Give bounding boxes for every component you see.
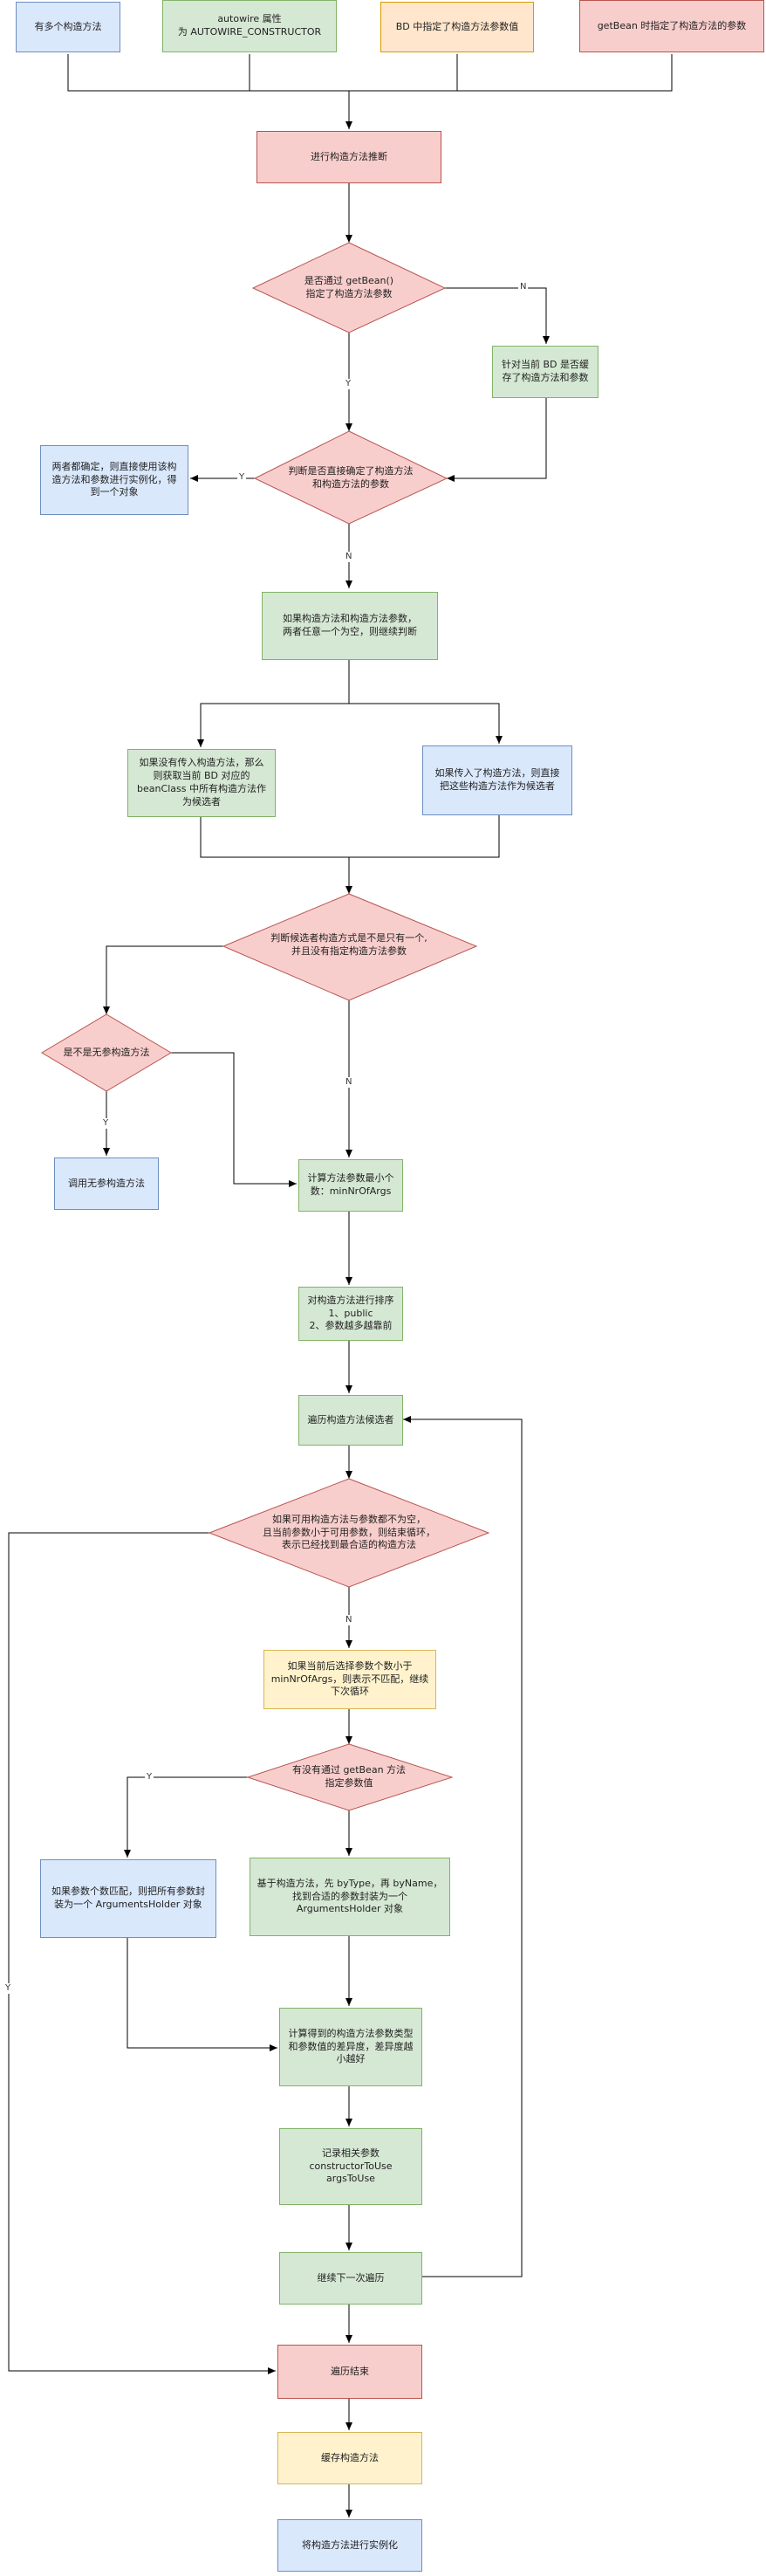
diamond-check-noarg [41,1013,172,1092]
node-sort-ctors: 对构造方法进行排序 1、public 2、参数越多越靠前 [298,1287,403,1341]
edge-start-getbean-merge [349,54,673,92]
node-ctor-passed: 如果传入了构造方法，则直接 把这些构造方法作为候选者 [422,745,572,815]
edge-label-found-y: Y [3,1983,13,1994]
node-cache-ctor: 缓存构造方法 [277,2432,422,2484]
edge-getbean-values-y [124,1776,248,1858]
edge-label-determined-n: N [344,552,354,562]
node-call-noarg: 调用无参构造方法 [54,1157,159,1210]
edge-label-determined-y: Y [237,472,247,483]
node-no-ctor-passed: 如果没有传入构造方法，那么 则获取当前 BD 对应的 beanClass 中所有… [127,749,276,817]
edge-single-y [103,945,223,1014]
label-check-determined: 判断是否直接确定了构造方法 和构造方法的参数 [288,465,414,490]
edge-found-y [8,1532,276,2374]
node-instantiate-direct: 两者都确定，则直接使用该构 造方法和参数进行实例化，得 到一个对象 [40,445,188,515]
node-check-either-empty: 如果构造方法和构造方法参数， 两者任意一个为空，则继续判断 [262,592,438,660]
edge-label-single-n: N [344,1077,354,1088]
label-check-found: 如果可用构造方法与参数都不为空， 且当前参数小于可用参数，则结束循环， 表示已经… [263,1513,435,1551]
node-record-params: 记录相关参数 constructorToUse argsToUse [279,2128,422,2205]
edge-right-candidate-merge [349,815,500,858]
node-start-getbean-args: getBean 时指定了构造方法的参数 [579,0,764,52]
edge-either-split-right [349,703,503,744]
edge-wrap-to-diff [127,1938,277,2051]
node-wrap-args: 如果参数个数匹配，则把所有参数封 装为一个 ArgumentsHolder 对象 [40,1859,216,1938]
node-next-iter: 继续下一次遍历 [279,2252,422,2305]
edge-label-getbean-values-y: Y [145,1772,154,1783]
edge-label-getbean-n: N [518,282,529,292]
diamond-check-single [222,893,478,1001]
edge-label-found-n: N [344,1615,354,1625]
node-instantiate-final: 将构造方法进行实例化 [277,2519,422,2572]
node-iter-end: 遍历结束 [277,2345,422,2399]
edge-bd-cache-to-determined [447,398,547,482]
node-infer-ctor: 进行构造方法推断 [256,131,441,183]
label-check-getbean-values: 有没有通过 getBean 方法 指定参数值 [291,1764,407,1789]
node-start-autowire: autowire 属性 为 AUTOWIRE_CONSTRUCTOR [162,0,337,52]
edge-label-noarg-y: Y [101,1118,111,1129]
edge-either-split-left [197,660,350,747]
node-check-bd-cache: 针对当前 BD 是否缓 存了构造方法和参数 [492,346,598,398]
label-check-getbean: 是否通过 getBean() 指定了构造方法参数 [304,275,394,299]
node-check-param-count: 如果当前后选择参数个数小于 minNrOfArgs，则表示不匹配，继续 下次循环 [263,1650,436,1709]
node-calc-diff: 计算得到的构造方法参数类型 和参数值的差异度，差异度越 小越好 [279,2008,422,2086]
edge-left-candidate-merge [200,817,349,858]
diamond-check-found [208,1478,490,1588]
node-start-bd-args: BD 中指定了构造方法参数值 [380,2,534,52]
edge-label-getbean-y: Y [344,379,353,389]
label-check-noarg: 是不是无参构造方法 [63,1046,150,1058]
node-iterate-candidates: 遍历构造方法候选者 [298,1395,403,1446]
edge-check-getbean-n [445,287,550,344]
label-check-single: 判断候选者构造方式是不是只有一个, 并且没有指定构造方法参数 [270,932,427,957]
node-calc-min-args: 计算方法参数最小个 数：minNrOfArgs [298,1159,403,1212]
edge-next-loop-back [403,1416,523,2277]
node-start-multi-ctor: 有多个构造方法 [16,2,120,52]
diamond-check-getbean [251,242,447,333]
node-find-by-type: 基于构造方法，先 byType，再 byName， 找到合适的参数封装为一个 A… [250,1858,450,1936]
diamond-check-getbean-values [246,1743,454,1811]
edge-start-multi-merge [67,54,349,92]
diamond-check-determined [253,430,448,525]
edge-noarg-n [171,1052,297,1187]
